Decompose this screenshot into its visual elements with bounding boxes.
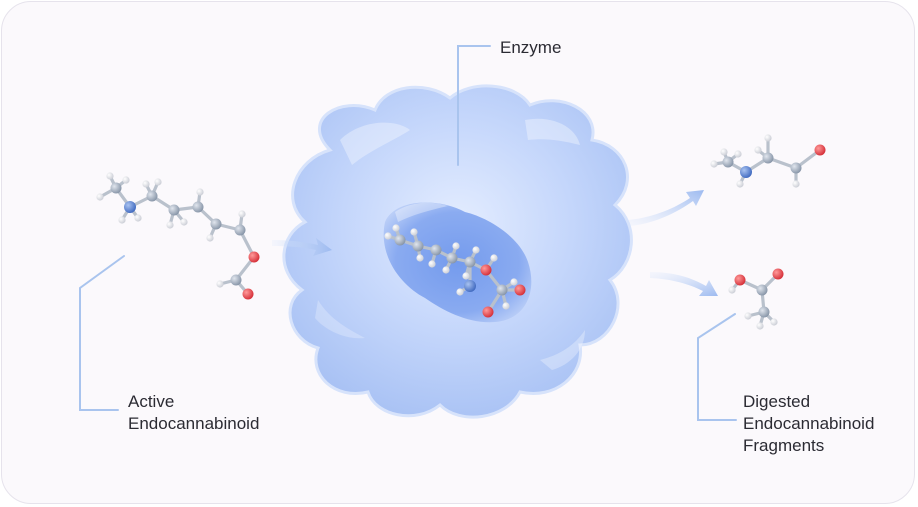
active-label-line-1: Active: [128, 392, 175, 411]
hydrogen-atom: [764, 134, 772, 142]
hydrogen-atom: [452, 242, 460, 250]
hydrogen-atom: [472, 246, 480, 254]
carbon-atom: [758, 306, 770, 318]
nitrogen-atom: [124, 201, 136, 213]
hydrogen-atom: [134, 214, 142, 222]
hydrogen-atom: [206, 234, 214, 242]
carbon-atom: [496, 284, 508, 296]
hydrogen-atom: [728, 286, 736, 294]
hydrogen-atom: [142, 180, 150, 188]
carbon-atom: [110, 182, 122, 194]
molecule-active-endocannabinoid: [96, 172, 260, 300]
molecule-fragment-acid: [728, 268, 784, 330]
hydrogen-atom: [720, 148, 728, 156]
hydrogen-atom: [770, 318, 778, 326]
carbon-atom: [146, 190, 158, 202]
hydrogen-atom: [754, 146, 762, 154]
arrows: [272, 190, 718, 296]
carbon-atom: [430, 244, 442, 256]
hydrogen-atom: [392, 224, 400, 232]
enzyme-blob: [282, 84, 633, 419]
hydrogen-atom: [106, 172, 114, 180]
leader-line-active: [79, 255, 125, 411]
hydrogen-atom: [736, 180, 744, 188]
digested-label-line-2: Endocannabinoid: [743, 414, 875, 433]
leader-lines: [79, 45, 737, 421]
carbon-atom: [790, 162, 802, 174]
digested-label-line-1: Digested: [743, 392, 811, 411]
oxygen-atom: [482, 306, 494, 318]
hydrogen-atom: [502, 302, 510, 310]
molecule-fragment-amine: [710, 134, 826, 188]
hydrogen-atom: [196, 188, 204, 196]
molecules: [96, 134, 826, 330]
nitrogen-atom: [740, 166, 752, 178]
carbon-atom: [756, 284, 768, 296]
carbon-atom: [192, 201, 204, 213]
hydrogen-atom: [180, 218, 188, 226]
hydrogen-atom: [122, 176, 130, 184]
carbon-atom: [722, 156, 734, 168]
hydrogen-atom: [238, 210, 246, 218]
oxygen-atom: [248, 251, 260, 263]
hydrogen-atom: [710, 160, 718, 168]
carbon-atom: [234, 224, 246, 236]
carbon-atom: [168, 204, 180, 216]
hydrogen-atom: [756, 322, 764, 330]
hydrogen-atom: [216, 280, 224, 288]
carbon-atom: [394, 234, 406, 246]
arrow-to-fragment-1: [628, 190, 704, 226]
arrow-into-enzyme: [272, 238, 332, 256]
hydrogen-atom: [154, 178, 162, 186]
hydrogen-atom: [384, 232, 392, 240]
enzyme-label: Enzyme: [500, 38, 562, 57]
carbon-atom: [230, 274, 242, 286]
oxygen-atom: [514, 284, 526, 296]
leader-line-digested: [697, 313, 737, 421]
carbon-atom: [446, 252, 458, 264]
oxygen-atom: [772, 268, 784, 280]
hydrogen-atom: [734, 150, 742, 158]
arrow-to-fragment-2: [650, 272, 718, 296]
hydrogen-atom: [118, 216, 126, 224]
hydrogen-atom: [442, 266, 450, 274]
hydrogen-atom: [416, 254, 424, 262]
hydrogen-atom: [428, 260, 436, 268]
hydrogen-atom: [410, 228, 418, 236]
carbon-atom: [412, 240, 424, 252]
active-endocannabinoid-label: Active Endocannabinoid: [128, 391, 259, 435]
active-label-line-2: Endocannabinoid: [128, 414, 260, 433]
carbon-atom: [464, 256, 476, 268]
carbon-atom: [210, 218, 222, 230]
digested-label-line-3: Fragments: [743, 436, 825, 455]
hydrogen-atom: [510, 278, 518, 286]
digested-fragments-label: Digested Endocannabinoid Fragments: [743, 391, 874, 457]
oxygen-atom: [814, 144, 826, 156]
carbon-atom: [762, 152, 774, 164]
hydrogen-atom: [744, 312, 752, 320]
hydrogen-atom: [166, 221, 174, 229]
oxygen-atom: [480, 264, 492, 276]
enzyme-active-site: [383, 202, 532, 323]
hydrogen-atom: [792, 180, 800, 188]
nitrogen-atom: [464, 280, 476, 292]
hydrogen-atom: [456, 288, 464, 296]
oxygen-atom: [734, 274, 746, 286]
molecule-bound-substrate: [384, 224, 526, 318]
oxygen-atom: [242, 288, 254, 300]
leader-line-enzyme: [457, 45, 491, 166]
hydrogen-atom: [490, 254, 498, 262]
hydrogen-atom: [96, 193, 104, 201]
hydrogen-atom: [462, 272, 470, 280]
